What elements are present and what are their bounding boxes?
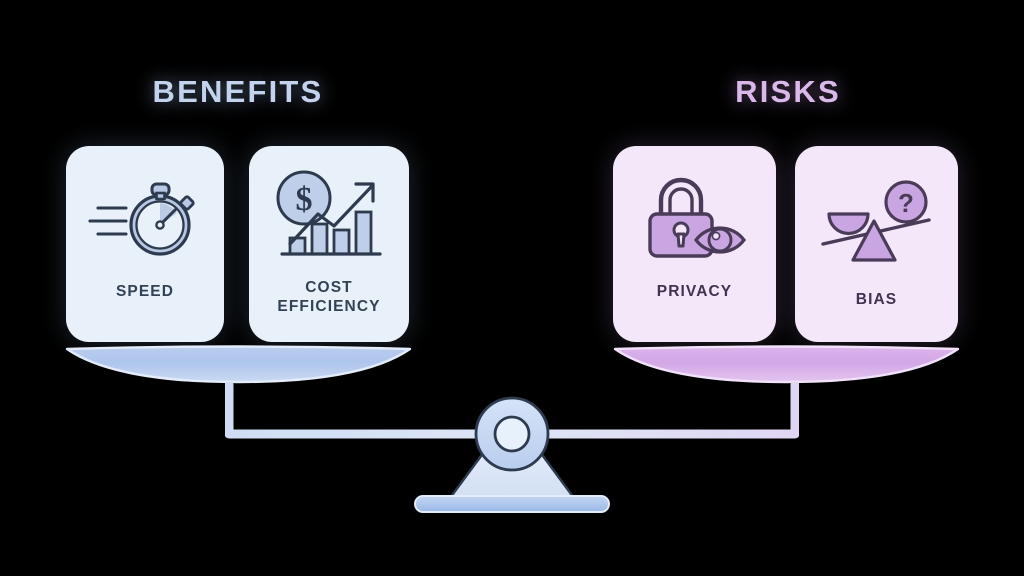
benefits-pan	[62, 344, 415, 384]
card-bias-label: BIAS	[855, 291, 898, 308]
card-privacy-label: PRIVACY	[656, 283, 733, 300]
balance-fulcrum-shape	[414, 396, 610, 513]
card-bias[interactable]: ? BIAS	[795, 146, 958, 342]
stopwatch-icon	[88, 182, 195, 256]
card-cost-efficiency-label: COST EFFICIENCY	[277, 279, 381, 315]
stopwatch-icon-wrap	[66, 176, 224, 262]
tilted-scale-question-icon: ?	[820, 180, 931, 262]
risks-pan	[610, 344, 963, 384]
card-cost-efficiency[interactable]: $ COST EFFICIENCY	[249, 146, 409, 342]
padlock-eye-icon	[647, 177, 746, 258]
svg-text:?: ?	[898, 188, 914, 218]
risks-heading: RISKS	[735, 74, 841, 109]
benefits-pan-shape	[65, 345, 412, 384]
card-speed-label: SPEED	[115, 283, 175, 300]
tilted-scale-question-icon-wrap: ?	[795, 176, 958, 268]
padlock-eye-icon-wrap	[613, 176, 776, 262]
card-privacy[interactable]: PRIVACY	[613, 146, 776, 342]
card-speed[interactable]: SPEED	[66, 146, 224, 342]
balance-fulcrum	[399, 392, 625, 520]
growth-chart-dollar-icon: $	[276, 170, 382, 256]
benefits-heading: BENEFITS	[152, 74, 324, 109]
svg-text:$: $	[296, 181, 313, 218]
risks-pan-shape	[613, 345, 960, 384]
growth-chart-dollar-icon-wrap: $	[249, 168, 409, 264]
